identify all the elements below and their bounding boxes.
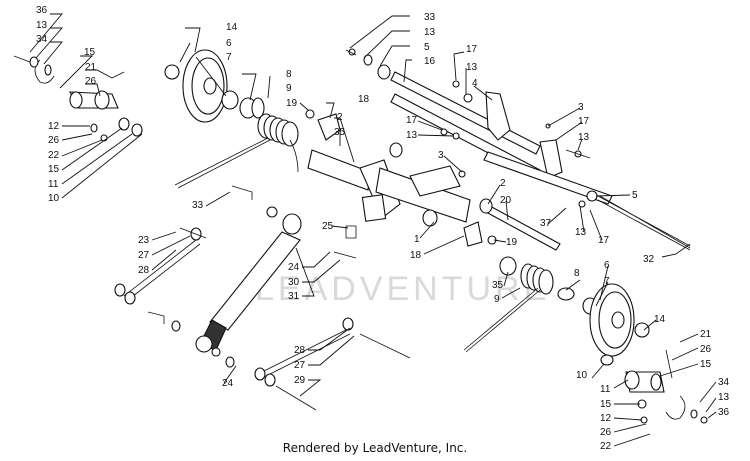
left-lower-link	[114, 227, 207, 332]
callout-label: 37	[540, 218, 552, 229]
callout-label: 21	[85, 62, 97, 73]
callout-label: 33	[424, 12, 436, 23]
callout-label: 16	[424, 56, 436, 67]
callout-label: 27	[294, 360, 306, 371]
left-idler-wheel	[164, 49, 265, 123]
callout-label: 2	[500, 178, 506, 189]
callout-label: 15	[84, 47, 96, 58]
right-axle-bracket	[600, 349, 708, 424]
leader-lines	[29, 13, 717, 447]
callout-label: 17	[466, 44, 478, 55]
callout-label: 6	[226, 38, 232, 49]
callout-label: 9	[286, 83, 292, 94]
footer-credit: Rendered by LeadVenture, Inc.	[282, 441, 468, 455]
pivot-brackets	[305, 109, 497, 247]
callout-label: 10	[576, 370, 588, 381]
callout-label: 34	[36, 34, 48, 45]
callout-label: 14	[654, 314, 666, 325]
right-lower-link	[254, 317, 411, 411]
callout-label: 5	[632, 190, 638, 201]
callout-label: 24	[288, 262, 300, 273]
callout-label: 27	[138, 250, 150, 261]
upper-arm-brackets	[440, 91, 591, 179]
callout-label: 13	[718, 392, 730, 403]
callout-label: 19	[286, 98, 298, 109]
callout-label: 36	[718, 407, 730, 418]
right-torsion-spring	[463, 256, 575, 353]
callout-label: 8	[286, 69, 292, 80]
callout-label: 1	[414, 234, 420, 245]
callout-label: 21	[700, 329, 712, 340]
callout-label: 23	[138, 235, 150, 246]
callout-label: 25	[322, 221, 334, 232]
callout-label: 13	[575, 227, 587, 238]
callout-label: 15	[700, 359, 712, 370]
left-torsion-spring	[174, 113, 299, 189]
callout-label: 15	[48, 164, 60, 175]
callout-label: 7	[604, 276, 610, 287]
long-rod	[599, 195, 691, 249]
callout-label: 4	[472, 78, 478, 89]
callout-label: 17	[578, 116, 590, 127]
callout-label: 13	[424, 27, 436, 38]
left-axle-bracket	[13, 55, 143, 142]
callout-label: 28	[294, 345, 306, 356]
callout-label: 12	[600, 413, 612, 424]
callout-label: 5	[424, 42, 430, 53]
right-idler-wheel	[582, 283, 650, 357]
callout-label: 15	[600, 399, 612, 410]
callout-label: 9	[494, 294, 500, 305]
callout-label: 32	[643, 254, 655, 265]
callout-label: 26	[700, 344, 712, 355]
callout-label: 8	[574, 268, 580, 279]
callout-label: 13	[578, 132, 590, 143]
callout-label: 3	[578, 102, 584, 113]
callout-label: 22	[48, 150, 60, 161]
callout-label: 10	[48, 193, 60, 204]
callout-label: 18	[410, 250, 422, 261]
callout-label: 13	[466, 62, 478, 73]
callout-label: 24	[222, 378, 234, 389]
callout-label: 34	[718, 377, 730, 388]
callout-label: 11	[48, 179, 59, 190]
callout-label: 13	[406, 130, 418, 141]
callout-label: 33	[192, 200, 204, 211]
callout-label: 12	[48, 121, 60, 132]
callout-label: 13	[36, 20, 48, 31]
rear-arm-frame	[307, 142, 471, 227]
callout-label: 28	[138, 265, 150, 276]
callout-label: 11	[600, 384, 611, 395]
callout-label: 31	[288, 291, 300, 302]
callout-label: 20	[500, 195, 512, 206]
callout-label: 7	[226, 52, 232, 63]
callout-label: 14	[226, 22, 238, 33]
callout-label: 36	[36, 5, 48, 16]
shock-absorber	[195, 185, 357, 368]
callout-label: 26	[600, 427, 612, 438]
callout-label: 35	[334, 127, 346, 138]
callout-label: 30	[288, 277, 300, 288]
callout-label: 29	[294, 375, 306, 386]
lower-rear-shaft	[479, 151, 691, 251]
callout-label: 35	[492, 280, 504, 291]
callout-label: 22	[600, 441, 612, 452]
callout-label: 18	[358, 94, 370, 105]
callout-labels: 36 13 34 15 21 26 12 26 22 15 11 10 14 6…	[36, 5, 730, 452]
callout-label: 26	[85, 76, 97, 87]
callout-label: 26	[48, 135, 60, 146]
callout-label: 3	[438, 150, 444, 161]
callout-label: 19	[506, 237, 518, 248]
callout-label: 6	[604, 260, 610, 271]
callout-label: 17	[406, 115, 418, 126]
watermark-text: LEADVENTURE	[255, 270, 550, 308]
callout-label: 17	[598, 235, 610, 246]
parts-layer	[13, 48, 708, 424]
callout-label: 2	[337, 112, 343, 123]
